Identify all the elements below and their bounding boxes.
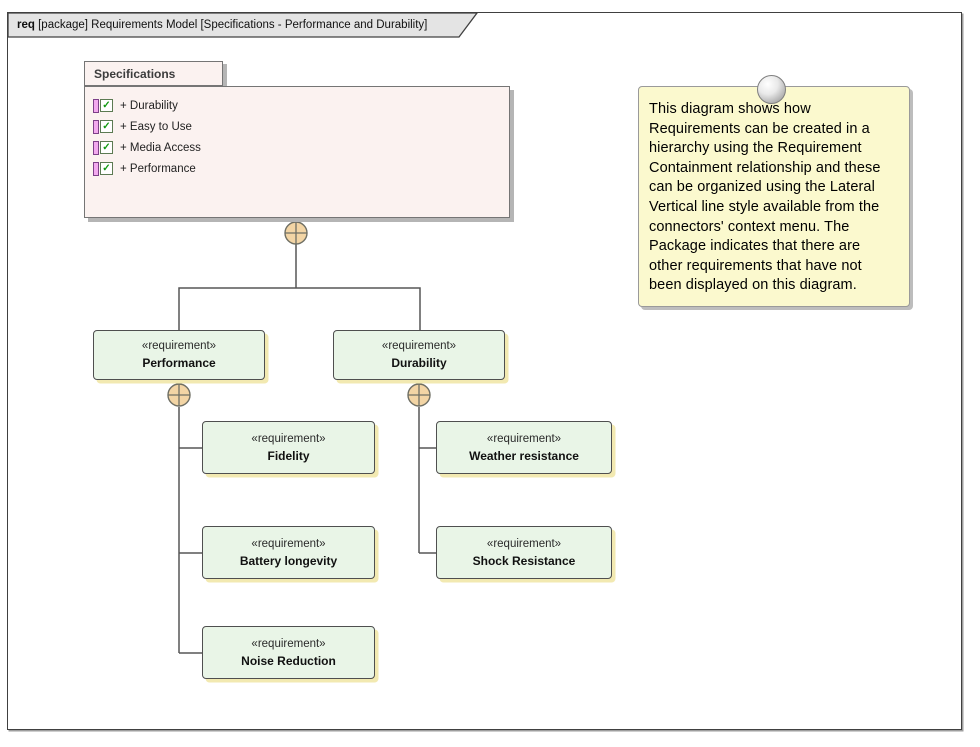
package-item-label: + Performance [120,162,196,175]
connector-containment-performance[interactable] [178,407,202,654]
frame-title-keyword: req [17,19,35,31]
stereotype-label: «requirement» [251,637,326,650]
package-item-performance[interactable]: ✓ + Performance [85,158,509,179]
requirement-node-fidelity[interactable]: «requirement» Fidelity [202,421,375,474]
frame-tab-shape [7,12,479,38]
requirement-checkbox-icon: ✓ [93,98,113,113]
stereotype-label: «requirement» [141,340,217,352]
note-pin-icon [757,75,786,104]
frame-title: req [package] Requirements Model [Specif… [17,16,427,34]
stereotype-label: «requirement» [251,537,326,550]
containment-circle-icon [167,383,191,407]
note-element[interactable]: This diagram shows how Requirements can … [638,86,910,307]
package-tab-specifications[interactable]: Specifications [84,61,223,86]
requirement-checkbox-icon: ✓ [93,119,113,134]
package-item-label: + Durability [120,99,178,112]
connector-containment-package[interactable] [178,244,421,330]
requirement-node-shock-resistance[interactable]: «requirement» Shock Resistance [436,526,612,579]
requirement-name: Performance [142,356,216,370]
package-item-easy-to-use[interactable]: ✓ + Easy to Use [85,116,509,137]
stereotype-label: «requirement» [251,432,326,445]
package-item-label: + Media Access [120,141,201,154]
requirement-name: Fidelity [267,448,310,463]
requirement-node-weather-resistance[interactable]: «requirement» Weather resistance [436,421,612,474]
requirement-name: Weather resistance [469,448,579,463]
stereotype-label: «requirement» [381,340,457,352]
stereotype-label: «requirement» [486,537,562,550]
requirement-name: Battery longevity [239,553,338,568]
package-item-label: + Easy to Use [120,120,192,133]
stereotype-label: «requirement» [486,432,562,445]
requirement-name: Noise Reduction [241,653,336,668]
requirement-name: Durability [391,356,447,370]
requirement-checkbox-icon: ✓ [93,140,113,155]
containment-circle-icon [407,383,431,407]
requirement-node-noise-reduction[interactable]: «requirement» Noise Reduction [202,626,375,679]
package-body-specifications[interactable]: ✓ + Durability ✓ + Easy to Use ✓ + Media… [84,86,510,218]
requirement-node-battery-longevity[interactable]: «requirement» Battery longevity [202,526,375,579]
requirement-node-performance[interactable]: «requirement» Performance [93,330,265,380]
containment-circle-icon [284,221,308,245]
package-item-durability[interactable]: ✓ + Durability [85,95,509,116]
connector-containment-durability[interactable] [418,407,436,554]
requirement-checkbox-icon: ✓ [93,161,113,176]
note-text: This diagram shows how Requirements can … [649,101,881,294]
frame-title-text: [package] Requirements Model [Specificat… [34,19,428,31]
package-item-media-access[interactable]: ✓ + Media Access [85,137,509,158]
requirement-name: Shock Resistance [472,553,576,568]
requirement-node-durability[interactable]: «requirement» Durability [333,330,505,380]
